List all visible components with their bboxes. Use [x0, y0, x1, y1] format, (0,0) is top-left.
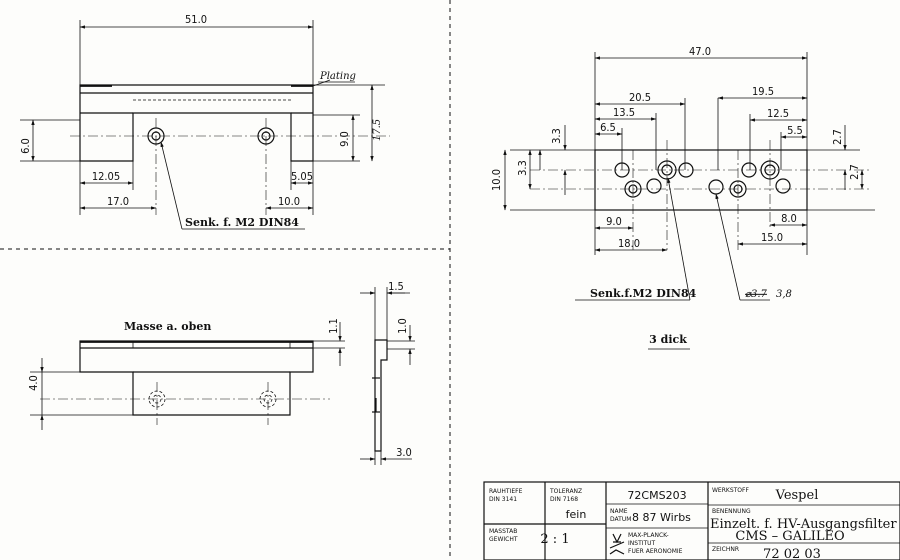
rauhtiefe-label: RAUHTIEFE [489, 488, 523, 495]
dim-10-0: 10.0 [490, 169, 503, 191]
name-date-value: 8 87 Wirbs [632, 511, 691, 524]
dim-6-5: 6.5 [600, 121, 616, 134]
werkstoff-label: WERKSTOFF [712, 487, 749, 494]
dim-13-5: 13.5 [613, 106, 635, 119]
dim-top-thickness: 1.1 [327, 318, 340, 334]
dim-end-top: 1.5 [388, 280, 404, 293]
dim-19-5: 19.5 [752, 85, 774, 98]
surface-note: Masse a. oben [124, 320, 211, 333]
dim-height-6: 6.0 [19, 138, 32, 154]
hole-callout-right: Senk.f.M2 DIN84 [590, 287, 697, 300]
side-view: Masse a. oben 4.0 1.1 [27, 318, 345, 430]
toleranz-norm: DIN 7168 [550, 496, 578, 503]
title-line-2: CMS – GALILEO [735, 529, 844, 544]
massstab-label: MASSTAB [489, 528, 517, 535]
institute-logo-icon [609, 533, 625, 555]
dim-8-0: 8.0 [781, 212, 797, 225]
gewicht-label: GEWICHT [489, 536, 518, 543]
dim-right-height-9: 9.0 [338, 131, 351, 147]
dim-hole-right: 10.0 [278, 195, 300, 208]
rauhtiefe-norm: DIN 3141 [489, 496, 517, 503]
thickness-note: 3 dick [649, 333, 687, 346]
toleranz-value: fein [566, 508, 587, 521]
dim-end-bottom: 3.0 [396, 446, 412, 459]
datum-label: DATUM [610, 516, 631, 523]
dim-2-7-a: 2.7 [831, 129, 844, 145]
dim-2-7-b: 2.7 [848, 164, 861, 180]
zeichnr-label: ZEICHNR [712, 546, 739, 553]
bore-callout-struck: ⌀3.7 [745, 289, 768, 300]
dim-15-0: 15.0 [761, 231, 783, 244]
plate-outline [594, 149, 808, 211]
institute-line-3: FUER AERONOMIE [628, 548, 683, 555]
dim-12-5: 12.5 [767, 107, 789, 120]
drawing-number: 72CMS203 [627, 489, 686, 502]
part-outline [79, 84, 314, 162]
top-left-view: 51.0 Plating 6.0 9.0 17.5 [19, 13, 390, 230]
title-block: RAUHTIEFE DIN 3141 TOLERANZ DIN 7168 fei… [483, 481, 900, 560]
dim-18-0: 18.0 [618, 237, 640, 250]
side-outline [79, 340, 314, 416]
bore-callout-hand: 3,8 [776, 289, 792, 300]
dim-20-5: 20.5 [629, 91, 651, 104]
dim-9-0: 9.0 [606, 215, 622, 228]
scale-value: 2 : 1 [540, 532, 569, 547]
dim-overall-width: 51.0 [185, 13, 207, 26]
benennung-label: BENENNUNG [712, 508, 751, 515]
hole-callout-left: Senk. f. M2 DIN84 [185, 216, 299, 229]
name-label: NAME [610, 508, 628, 515]
title-line-1: Einzelt. f. HV-Ausgangsfilter [710, 517, 897, 532]
end-view: 1.5 1.0 3.0 [360, 280, 415, 465]
toleranz-label: TOLERANZ [549, 488, 582, 495]
material-value: Vespel [775, 488, 819, 503]
dim-5-5: 5.5 [787, 124, 803, 137]
institute-line-2: INSTITUT [628, 540, 656, 547]
dim-overall-47: 47.0 [689, 45, 711, 58]
zeichnr-value: 72 02 03 [763, 547, 821, 560]
dim-3-3-b: 3.3 [516, 160, 529, 176]
institute-line-1: MAX-PLANCK- [628, 532, 669, 539]
dim-side-height: 4.0 [27, 375, 40, 391]
dim-end-thickness: 1.0 [396, 318, 409, 334]
dim-hole-left: 17.0 [107, 195, 129, 208]
top-right-view: 47.0 20.5 13.5 6.5 19.5 12.5 5.5 [490, 45, 875, 350]
plating-label: Plating [319, 71, 356, 82]
dim-3-3-a: 3.3 [550, 128, 563, 144]
dim-right-step: 5.05 [291, 170, 313, 183]
dim-right-height-17-5: 17.5 [372, 119, 383, 141]
dim-left-step: 12.05 [92, 170, 120, 183]
